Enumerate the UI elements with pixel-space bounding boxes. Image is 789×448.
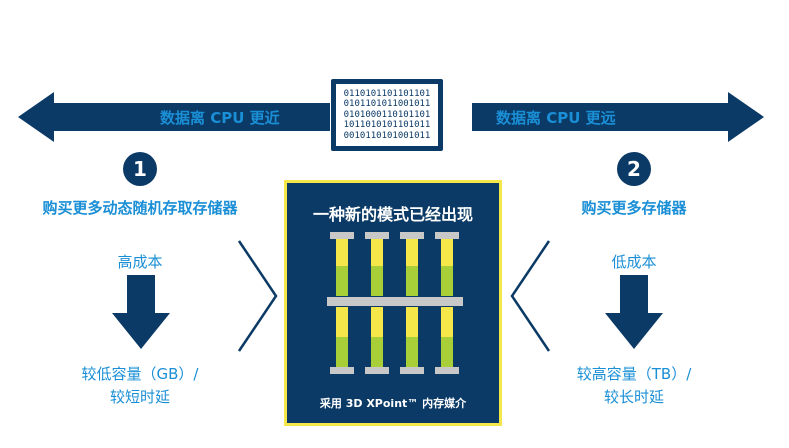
binary-line: 0010110101001011 <box>343 130 431 141</box>
binary-line: 0110101101101101 <box>343 88 431 99</box>
right-arrow <box>472 92 764 142</box>
option-2-cost: 低成本 <box>611 253 657 271</box>
center-footer: 采用 3D XPoint™ 内存媒介 <box>319 397 467 410</box>
xpoint-memory-icon <box>327 232 463 374</box>
binary-data-box: 0110101101101101 0101101011001011 010100… <box>331 79 443 151</box>
memory-columns <box>336 239 453 367</box>
option-2-result-line2: 较长时延 <box>603 388 664 406</box>
chevron-left-icon <box>510 240 551 352</box>
option-1-title: 购买更多动态随机存取存储器 <box>42 199 238 217</box>
option-1-badge: 1 <box>123 152 157 186</box>
chevron-right-icon <box>237 240 278 352</box>
option-2-badge: 2 <box>617 152 651 186</box>
option-2-result-line1: 较高容量（TB）/ <box>576 365 692 383</box>
option-2-title: 购买更多存储器 <box>581 199 687 217</box>
option-1-cost: 高成本 <box>117 253 163 271</box>
binary-line: 0101101011001011 <box>343 99 431 110</box>
option-1-result-line1: 较低容量（GB）/ <box>81 365 199 383</box>
down-arrow-right <box>605 275 663 349</box>
center-panel: 一种新的模式已经出现 采用 3D XPoint™ 内存媒介 <box>284 180 502 426</box>
left-arrow-label: 数据离 CPU 更近 <box>160 109 280 127</box>
right-arrow-label: 数据离 CPU 更远 <box>496 109 616 127</box>
binary-line: 1011010101101011 <box>343 120 431 131</box>
left-arrow <box>18 92 330 142</box>
down-arrow-left <box>112 275 170 349</box>
option-1-result-line2: 较短时延 <box>109 388 170 406</box>
center-title: 一种新的模式已经出现 <box>312 205 473 224</box>
binary-line: 0101000110101101 <box>343 109 431 120</box>
